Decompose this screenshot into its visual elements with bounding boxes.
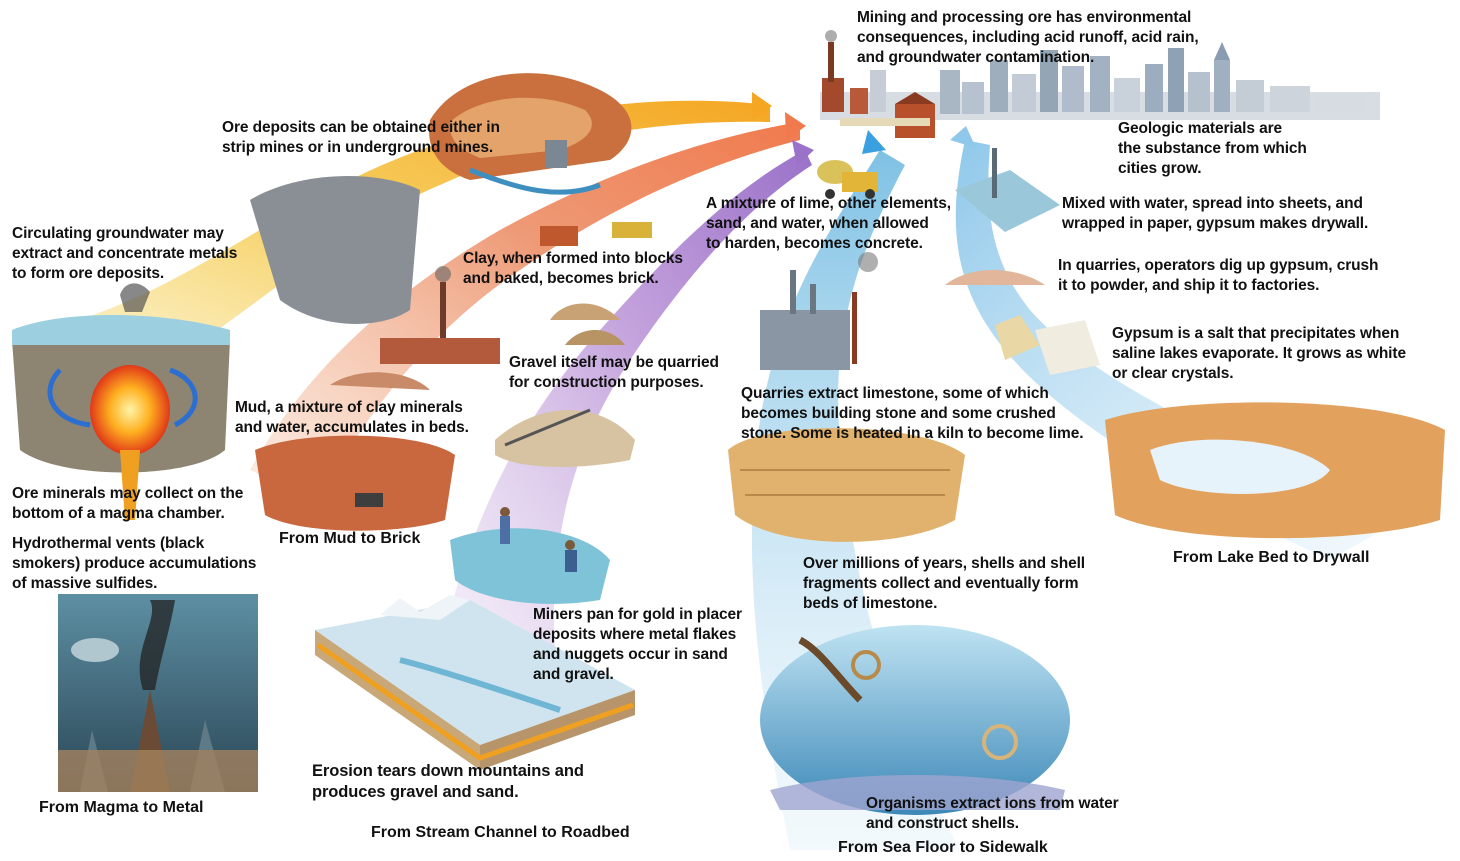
caption-concrete: A mixture of lime, other elements, sand,…: [706, 194, 951, 254]
arrow-blue-center: [862, 130, 886, 154]
sea-floor-illustration: [760, 625, 1070, 815]
caption-gypsum-salt: Gypsum is a salt that precipitates when …: [1112, 324, 1406, 384]
arrow-blue-right: [950, 126, 976, 148]
hydrothermal-vent-illustration: [58, 594, 258, 792]
caption-gravel: Gravel itself may be quarried for constr…: [509, 353, 719, 393]
caption-drywall: Mixed with water, spread into sheets, an…: [1062, 194, 1368, 234]
caption-clay: Clay, when formed into blocks and baked,…: [463, 249, 683, 289]
lake-bed-illustration: [1105, 402, 1445, 538]
gypsum-pile-illustration: [945, 270, 1045, 285]
caption-gold-panning: Miners pan for gold in placer deposits w…: [533, 605, 742, 685]
gypsum-crystal-illustration: [995, 315, 1100, 375]
title-mud-to-brick: From Mud to Brick: [279, 529, 420, 549]
caption-ore-deposits: Ore deposits can be obtained either in s…: [222, 118, 500, 158]
caption-ore-minerals: Ore minerals may collect on the bottom o…: [12, 484, 243, 524]
caption-quarries-gypsum: In quarries, operators dig up gypsum, cr…: [1058, 256, 1378, 296]
caption-shells: Over millions of years, shells and shell…: [803, 554, 1085, 614]
title-magma-to-metal: From Magma to Metal: [39, 798, 203, 818]
caption-organisms: Organisms extract ions from water and co…: [866, 794, 1119, 834]
caption-geologic-materials: Geologic materials are the substance fro…: [1118, 119, 1307, 179]
caption-groundwater: Circulating groundwater may extract and …: [12, 224, 237, 284]
caption-erosion: Erosion tears down mountains and produce…: [312, 761, 584, 803]
caption-limestone-quarry: Quarries extract limestone, some of whic…: [741, 384, 1083, 444]
caption-hydrothermal: Hydrothermal vents (black smokers) produ…: [12, 534, 256, 594]
caption-mining-consequences: Mining and processing ore has environmen…: [857, 8, 1199, 68]
limestone-quarry-illustration: [728, 428, 965, 542]
title-sea-floor-to-sidewalk: From Sea Floor to Sidewalk: [838, 838, 1048, 858]
caption-mud: Mud, a mixture of clay minerals and wate…: [235, 398, 469, 438]
title-lake-bed-to-drywall: From Lake Bed to Drywall: [1173, 548, 1370, 568]
clay-bed-illustration: [255, 436, 455, 531]
title-stream-to-roadbed: From Stream Channel to Roadbed: [371, 823, 630, 843]
